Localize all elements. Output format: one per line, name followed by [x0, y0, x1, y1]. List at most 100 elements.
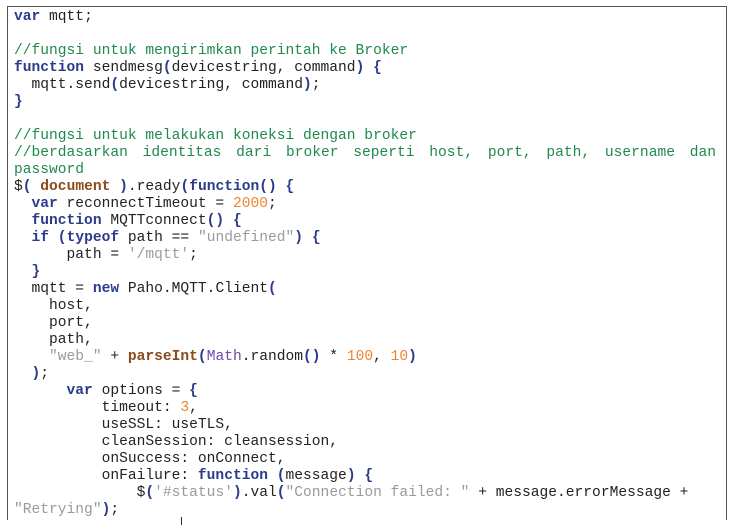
code-token: ) — [232, 485, 242, 501]
code-token: ; — [189, 247, 198, 263]
code-line: function sendmesg(devicestring, command)… — [14, 60, 716, 77]
code-token: { — [311, 230, 321, 246]
code-token: '/mqtt' — [127, 247, 190, 263]
code-token: reconnectTimeout = — [57, 196, 233, 212]
code-token: } — [31, 264, 41, 280]
code-token: () — [259, 179, 277, 195]
code-token: options = — [92, 383, 190, 399]
code-line: port, — [14, 315, 716, 332]
code-token — [224, 213, 233, 229]
code-token: } — [14, 94, 23, 110]
code-token: ) — [119, 179, 128, 195]
code-token: "undefined" — [197, 230, 295, 246]
code-token: //fungsi untuk melakukan koneksi dengan … — [14, 128, 417, 144]
code-token: host, — [14, 298, 93, 314]
code-token: () — [303, 349, 321, 365]
code-token: ( — [180, 179, 190, 195]
code-token: //fungsi untuk mengirimkan perintah ke B… — [14, 43, 409, 59]
code-token: mqtt = — [14, 281, 93, 297]
code-token: ) — [408, 349, 417, 365]
code-line: if (typeof path == "undefined") { — [14, 230, 716, 247]
code-token — [32, 179, 41, 195]
code-token: MQTTconnect — [101, 213, 207, 229]
code-token: Math — [206, 349, 242, 365]
code-token: ( — [276, 468, 286, 484]
code-token: ( — [57, 230, 67, 246]
code-line: $('#status').val("Connection failed: " +… — [14, 485, 716, 502]
code-token — [277, 179, 286, 195]
code-token: path == — [119, 230, 198, 246]
code-line: onFailure: function (message) { — [14, 468, 716, 485]
code-token: path = — [14, 247, 128, 263]
code-token: ( — [162, 60, 172, 76]
code-token: devicestring, command — [119, 77, 304, 93]
code-token: ) — [355, 60, 365, 76]
code-token: //berdasarkan identitas dari broker sepe… — [14, 145, 716, 161]
code-editor[interactable]: var mqtt; //fungsi untuk mengirimkan peri… — [14, 9, 716, 519]
code-token: .val — [241, 485, 277, 501]
code-token: { — [364, 468, 374, 484]
code-token: 2000 — [232, 196, 268, 212]
code-line: } — [14, 264, 716, 281]
code-frame — [7, 6, 727, 520]
code-token — [14, 366, 32, 382]
code-token: port, — [14, 315, 93, 331]
code-token: () — [206, 213, 225, 229]
code-line: var options = { — [14, 383, 716, 400]
code-token: '#status' — [154, 485, 233, 501]
code-token: ) — [101, 502, 111, 518]
code-token — [14, 349, 49, 365]
code-token: ( — [110, 77, 120, 93]
code-line: ); — [14, 366, 716, 383]
code-token — [14, 196, 32, 212]
code-token: ( — [276, 485, 286, 501]
code-token — [364, 60, 373, 76]
code-line: useSSL: useTLS, — [14, 417, 716, 434]
code-token: 10 — [390, 349, 409, 365]
code-token: ( — [145, 485, 155, 501]
code-line — [14, 26, 716, 43]
text-cursor — [181, 517, 182, 525]
code-token: onFailure: — [14, 468, 198, 484]
code-token: function — [197, 468, 268, 484]
code-line: path, — [14, 332, 716, 349]
code-token: , — [373, 349, 391, 365]
code-token: timeout: — [14, 400, 181, 416]
code-line: password — [14, 162, 716, 179]
code-token: if — [31, 230, 50, 246]
code-token: var — [14, 9, 41, 25]
code-token — [110, 179, 119, 195]
code-token: 100 — [346, 349, 374, 365]
code-line: $( document ).ready(function() { — [14, 179, 716, 196]
code-token: var — [31, 196, 58, 212]
code-token: ) — [294, 230, 304, 246]
code-token — [49, 230, 58, 246]
code-token: ) — [346, 468, 356, 484]
code-token: "Retrying" — [14, 502, 102, 518]
code-token: useSSL: useTLS, — [14, 417, 233, 433]
code-line: } — [14, 94, 716, 111]
code-token: new — [92, 281, 120, 297]
code-token: mqtt; — [40, 9, 93, 25]
code-line: "Retrying"); — [14, 502, 716, 519]
code-token: typeof — [66, 230, 120, 246]
code-token: password — [14, 162, 85, 178]
code-token: + — [101, 349, 128, 365]
code-token: Paho.MQTT.Client — [119, 281, 268, 297]
code-token: cleanSession: cleansession, — [14, 434, 339, 450]
code-token: ; — [110, 502, 120, 518]
code-token: ; — [40, 366, 50, 382]
code-token: ) — [303, 77, 312, 93]
code-line: var reconnectTimeout = 2000; — [14, 196, 716, 213]
code-token — [14, 383, 67, 399]
code-token: function — [31, 213, 102, 229]
code-token: .random — [241, 349, 304, 365]
code-token: ; — [311, 77, 321, 93]
code-token: path, — [14, 332, 93, 348]
code-token: { — [373, 60, 382, 76]
code-line: function MQTTconnect() { — [14, 213, 716, 230]
code-token — [14, 264, 32, 280]
code-line: var mqtt; — [14, 9, 716, 26]
code-token: ( — [22, 179, 32, 195]
code-token — [268, 468, 277, 484]
